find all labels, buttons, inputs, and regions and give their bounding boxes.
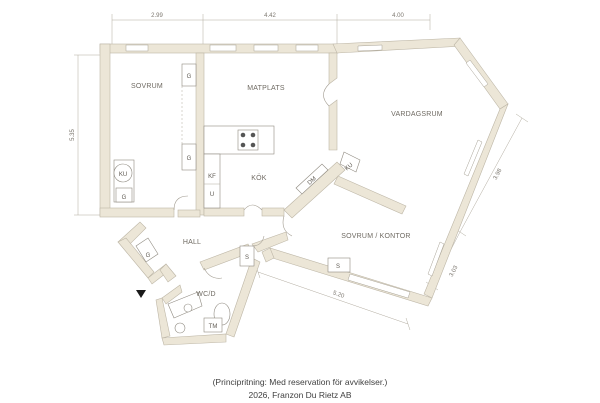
ku-circle (113, 163, 133, 183)
dimension-top-right: 4.00 (392, 13, 404, 19)
room-label-vardagsrum: VARDAGSRUM (391, 111, 443, 118)
caption-copyright: 2026, Franzon Du Rietz AB (248, 390, 352, 400)
caption-disclaimer: (Principritning: Med reservation för avv… (212, 377, 388, 387)
fixture-label-s-kontor: S (336, 264, 340, 270)
dimension-bottom: 5.20 (332, 290, 346, 300)
fixture-label-u: U (210, 192, 214, 198)
closet-ku-right (339, 151, 361, 173)
hob-ring-3 (240, 142, 246, 148)
tm-box (203, 317, 223, 333)
dimension-lines (74, 14, 529, 331)
fixtures (113, 63, 361, 334)
dishwasher (295, 163, 329, 195)
sink (183, 303, 193, 313)
closet-g-1 (181, 63, 197, 87)
closet-g-2 (181, 143, 197, 171)
dimension-right-lower: 3.03 (449, 264, 460, 278)
hob-ring-2 (250, 132, 256, 138)
fixture-label-kf: KF (208, 174, 216, 180)
windows (125, 44, 489, 299)
fixture-label-g-1: G (187, 74, 192, 80)
doors (173, 83, 330, 279)
dimension-top-mid: 4.42 (264, 13, 276, 19)
fixture-label-g-2: G (187, 156, 192, 162)
closet-g-hall (135, 237, 159, 263)
closet-s-hall (239, 245, 255, 267)
room-label-matplats: MATPLATS (247, 85, 285, 92)
north-arrow-icon (136, 290, 146, 298)
fixture-label-s-hall: S (245, 255, 249, 261)
room-label-kok: KÖK (251, 174, 267, 182)
dimension-right-upper: 3.98 (493, 167, 504, 181)
room-label-wcd: WC/D (196, 291, 215, 298)
dimension-left: 5.35 (70, 129, 76, 141)
room-label-sovrum: SOVRUM (131, 83, 163, 90)
hob (237, 129, 259, 151)
dimension-top-left: 2.99 (151, 13, 163, 19)
room-label-sovrum-kontor: SOVRUM / KONTOR (341, 233, 410, 240)
fixture-label-dm: DM (307, 176, 318, 187)
hob-ring-1 (240, 132, 246, 138)
room-label-hall: HALL (183, 239, 201, 246)
closet-s-kontor (327, 257, 351, 273)
hob-ring-4 (250, 142, 256, 148)
fixture-label-g-hall: G (146, 253, 151, 259)
toilet (174, 322, 186, 334)
fixture-label-ku: KU (119, 172, 127, 178)
fixture-label-ku-2: KU (344, 162, 354, 172)
fixture-label-g-3: G (122, 195, 127, 201)
fixture-label-tm: TM (209, 324, 218, 330)
